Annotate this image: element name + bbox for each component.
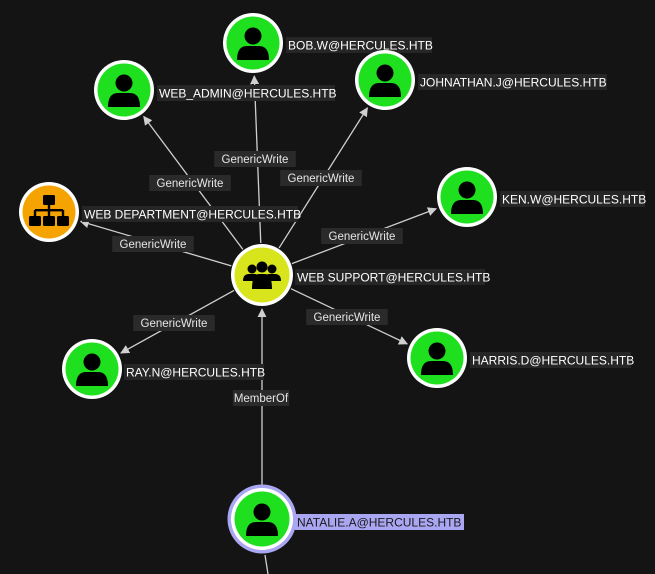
node-label: BOB.W@HERCULES.HTB bbox=[288, 39, 433, 53]
edge-label: MemberOf bbox=[234, 393, 289, 405]
user-icon bbox=[108, 74, 140, 107]
node-natalie[interactable]: NATALIE.A@HERCULES.HTB bbox=[227, 484, 465, 554]
edge-label-bg bbox=[232, 390, 290, 406]
nodes-layer: BOB.W@HERCULES.HTB WEB_ADMIN@HERCULES.HTB… bbox=[19, 13, 646, 554]
edge-label: GenericWrite bbox=[288, 173, 355, 185]
edge-websupport-ken[interactable]: GenericWrite bbox=[291, 207, 438, 265]
edge-label-bg bbox=[280, 170, 362, 186]
node-label: KEN.W@HERCULES.HTB bbox=[502, 193, 646, 207]
edge-label-bg bbox=[321, 228, 403, 244]
node-label-bg bbox=[295, 269, 485, 285]
edge-label: GenericWrite bbox=[120, 239, 187, 251]
node-label: WEB SUPPORT@HERCULES.HTB bbox=[297, 271, 490, 285]
node-label-bg bbox=[470, 352, 631, 368]
node-ray[interactable]: RAY.N@HERCULES.HTB bbox=[62, 339, 265, 399]
node-label: NATALIE.A@HERCULES.HTB bbox=[297, 516, 461, 530]
node-label-bg bbox=[124, 364, 264, 380]
edge-label: GenericWrite bbox=[141, 318, 208, 330]
offscreen-edge bbox=[264, 554, 269, 574]
edge-label-bg bbox=[214, 151, 296, 167]
node-websupport[interactable]: WEB SUPPORT@HERCULES.HTB bbox=[231, 244, 490, 306]
edge-websupport-ray[interactable]: GenericWrite bbox=[120, 289, 235, 354]
node-label-bg bbox=[286, 37, 432, 53]
node-label-bg bbox=[295, 514, 464, 530]
user-icon bbox=[369, 64, 401, 97]
edge-websupport-harris[interactable]: GenericWrite bbox=[290, 288, 409, 345]
node-webadmin[interactable]: WEB_ADMIN@HERCULES.HTB bbox=[94, 60, 337, 120]
edge-label-bg bbox=[306, 309, 388, 325]
node-johnathan[interactable]: JOHNATHAN.J@HERCULES.HTB bbox=[355, 50, 607, 110]
edge-natalie-websupport[interactable]: MemberOf bbox=[232, 308, 290, 487]
node-bob[interactable]: BOB.W@HERCULES.HTB bbox=[223, 13, 433, 73]
edge-websupport-bob[interactable]: GenericWrite bbox=[214, 75, 296, 244]
edge-websupport-webadmin[interactable]: GenericWrite bbox=[143, 115, 244, 250]
user-icon bbox=[421, 342, 453, 375]
node-webdept[interactable]: WEB DEPARTMENT@HERCULES.HTB bbox=[19, 182, 301, 242]
edge-label: GenericWrite bbox=[157, 178, 224, 190]
org-unit-icon bbox=[29, 195, 69, 226]
edge-label: GenericWrite bbox=[329, 231, 396, 243]
user-icon bbox=[237, 27, 269, 60]
edge-label: GenericWrite bbox=[222, 154, 289, 166]
node-harris[interactable]: HARRIS.D@HERCULES.HTB bbox=[407, 328, 634, 388]
user-icon bbox=[246, 503, 278, 536]
user-icon bbox=[76, 353, 108, 386]
edge-label: GenericWrite bbox=[314, 312, 381, 324]
node-label: HARRIS.D@HERCULES.HTB bbox=[472, 354, 634, 368]
node-label-bg bbox=[157, 85, 335, 101]
node-label: WEB DEPARTMENT@HERCULES.HTB bbox=[84, 208, 301, 222]
node-label: RAY.N@HERCULES.HTB bbox=[126, 366, 265, 380]
node-label-bg bbox=[500, 191, 645, 207]
node-label: JOHNATHAN.J@HERCULES.HTB bbox=[420, 76, 607, 90]
group-icon bbox=[243, 261, 281, 289]
user-icon bbox=[451, 181, 483, 214]
edge-websupport-johnathan[interactable]: GenericWrite bbox=[278, 107, 368, 249]
edge-label-bg bbox=[133, 315, 215, 331]
node-label-bg bbox=[418, 74, 607, 90]
node-label-bg bbox=[82, 206, 298, 222]
node-ken[interactable]: KEN.W@HERCULES.HTB bbox=[437, 167, 646, 227]
edge-websupport-webdept[interactable]: GenericWrite bbox=[79, 219, 232, 267]
node-label: WEB_ADMIN@HERCULES.HTB bbox=[159, 87, 337, 101]
edge-label-bg bbox=[112, 236, 194, 252]
edge-label-bg bbox=[149, 175, 231, 191]
